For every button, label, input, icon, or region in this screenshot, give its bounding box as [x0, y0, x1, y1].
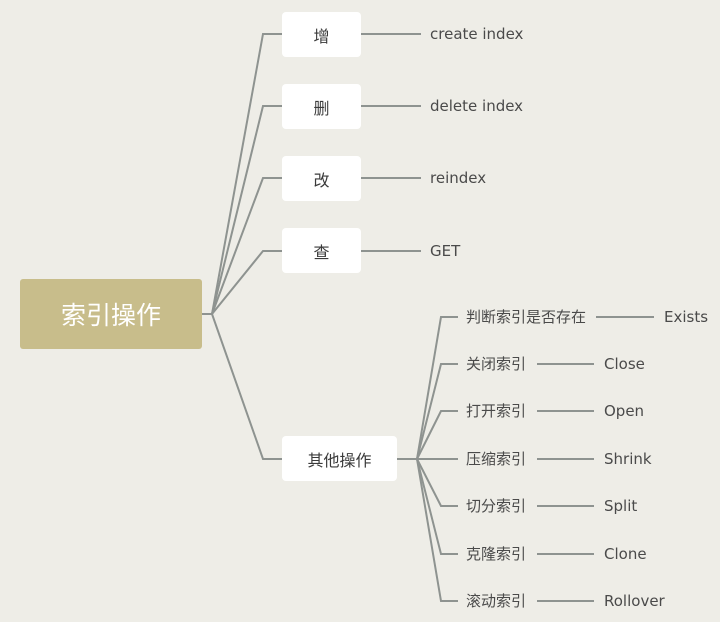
branch-node-update[interactable]: 改 — [282, 156, 361, 201]
sub-node-rollover-index[interactable]: 滚动索引 — [466, 592, 527, 610]
branch-node-other[interactable]: 其他操作 — [282, 436, 397, 481]
sub-node-clone-index[interactable]: 克隆索引 — [466, 545, 527, 563]
sub-node-split-index[interactable]: 切分索引 — [466, 497, 527, 515]
leaf-exists[interactable]: Exists — [664, 308, 709, 326]
root-node[interactable]: 索引操作 — [20, 279, 202, 349]
sub-node-shrink-index[interactable]: 压缩索引 — [466, 450, 527, 468]
branch-node-query[interactable]: 查 — [282, 228, 361, 273]
leaf-open[interactable]: Open — [604, 402, 645, 420]
leaf-reindex[interactable]: reindex — [430, 169, 487, 187]
sub-node-close-index[interactable]: 关闭索引 — [466, 355, 527, 373]
leaf-clone[interactable]: Clone — [604, 545, 647, 563]
leaf-close[interactable]: Close — [604, 355, 645, 373]
leaf-create-index[interactable]: create index — [430, 25, 524, 43]
leaf-shrink[interactable]: Shrink — [604, 450, 652, 468]
branch-node-add[interactable]: 增 — [282, 12, 361, 57]
leaf-split[interactable]: Split — [604, 497, 638, 515]
leaf-rollover[interactable]: Rollover — [604, 592, 665, 610]
sub-node-exists-index[interactable]: 判断索引是否存在 — [466, 308, 587, 326]
leaf-delete-index[interactable]: delete index — [430, 97, 524, 115]
sub-node-open-index[interactable]: 打开索引 — [466, 402, 527, 420]
branch-node-delete[interactable]: 删 — [282, 84, 361, 129]
leaf-get[interactable]: GET — [430, 242, 461, 260]
